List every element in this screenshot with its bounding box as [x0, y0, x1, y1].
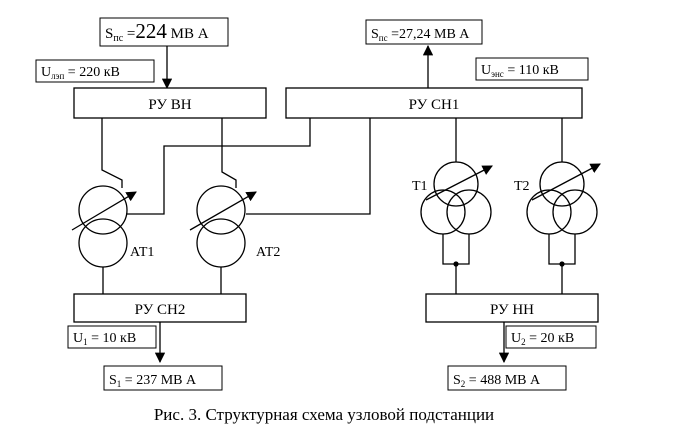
u2-label: U2 = 20 кВ	[505, 325, 597, 349]
bus-ru-vn: РУ ВН	[73, 87, 267, 119]
svg-text:S2 = 488 МВ А: S2 = 488 МВ А	[453, 373, 541, 389]
transformer-t2: Т2	[514, 118, 601, 294]
bus-ru-sn1: РУ СН1	[285, 87, 583, 119]
transformer-t1: Т1	[412, 118, 493, 294]
s-ps-in-label: Sпс =224 МВ А	[99, 17, 229, 47]
bus-ru-sn2: РУ СН2	[73, 293, 247, 323]
link-sn1-at1	[126, 118, 311, 215]
at1-label: АТ1	[130, 245, 154, 260]
bus-ru-vn-label: РУ ВН	[148, 97, 191, 113]
s2-label: S2 = 488 МВ А	[447, 365, 567, 391]
svg-text:Sпс =224 МВ А: Sпс =224 МВ А	[105, 19, 209, 44]
svg-text:U1 = 10 кВ: U1 = 10 кВ	[73, 331, 136, 347]
s-ps-out-label: Sпс =27,24 МВ А	[365, 19, 483, 45]
bus-ru-sn1-label: РУ СН1	[409, 97, 460, 113]
at2-label: АТ2	[256, 245, 280, 260]
svg-text:U2 = 20 кВ: U2 = 20 кВ	[511, 331, 574, 347]
figure-caption: Рис. 3. Структурная схема узловой подста…	[154, 405, 494, 424]
bus-ru-nn-label: РУ НН	[490, 302, 534, 318]
svg-text:Uлэп = 220 кВ: Uлэп = 220 кВ	[41, 65, 120, 81]
autotransformer-at1: АТ1	[71, 118, 154, 294]
svg-text:S1 = 237 МВ А: S1 = 237 МВ А	[109, 373, 197, 389]
bus-ru-sn2-label: РУ СН2	[135, 302, 186, 318]
svg-text:Sпс =27,24 МВ А: Sпс =27,24 МВ А	[371, 27, 470, 43]
u-enc-label: Uэнс = 110 кВ	[475, 57, 589, 81]
t1-label: Т1	[412, 179, 428, 194]
s1-label: S1 = 237 МВ А	[103, 365, 223, 391]
bus-ru-nn: РУ НН	[425, 293, 599, 323]
svg-text:Uэнс = 110 кВ: Uэнс = 110 кВ	[481, 63, 559, 79]
u1-label: U1 = 10 кВ	[67, 325, 157, 349]
autotransformer-at2: АТ2	[189, 118, 280, 294]
t2-label: Т2	[514, 179, 530, 194]
u-lep-label: Uлэп = 220 кВ	[35, 59, 155, 83]
link-sn1-at2	[246, 118, 371, 215]
